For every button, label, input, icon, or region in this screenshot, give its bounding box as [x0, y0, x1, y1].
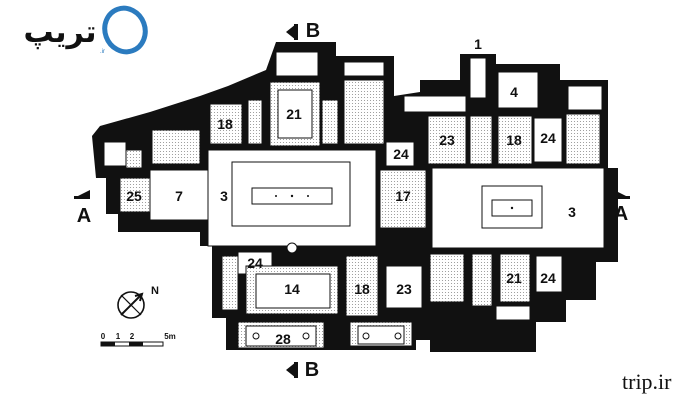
compass-circle-icon — [117, 291, 145, 319]
room-18-bottom — [345, 255, 379, 317]
room-21-top-inner — [277, 89, 313, 139]
room-label-25: 25 — [126, 188, 142, 204]
room-24-a — [385, 141, 415, 167]
scale-bar: 0 1 2 5m — [100, 332, 176, 347]
room-label-17: 17 — [395, 188, 411, 204]
section-marker-b-bottom: B — [286, 359, 319, 381]
room-labels: 1 4 18 21 24 23 18 24 25 7 3 17 3 24 14 … — [126, 36, 576, 347]
room-24-b — [533, 117, 563, 163]
room-label-4: 4 — [510, 84, 518, 100]
room-corner-nw — [103, 141, 127, 167]
logo-domain-suffix: .ir — [100, 49, 105, 55]
room-col-c — [469, 115, 493, 165]
room-18-right — [497, 115, 533, 165]
room-28-inner — [245, 325, 317, 347]
room-label-18-top: 18 — [217, 116, 233, 132]
watermark-text: trip.ir — [622, 369, 672, 394]
room-24-d — [535, 255, 563, 293]
room-long-top — [343, 79, 385, 145]
pool-right-frame — [481, 185, 543, 229]
section-letter-b-top: B — [306, 20, 320, 42]
logo-brand-mark: تریپ — [24, 15, 97, 50]
room-label-21-bottom: 21 — [506, 270, 522, 286]
room-23-top — [427, 115, 467, 165]
room-label-21-top: 21 — [286, 106, 302, 122]
room-label-3-left: 3 — [220, 188, 228, 204]
site-logo: تریپ .ir — [24, 5, 148, 55]
room-label-18-bottom: 18 — [354, 281, 370, 297]
section-letter-b-bottom: B — [305, 359, 319, 381]
room-label-24-b: 24 — [540, 130, 556, 146]
room-label-18-right: 18 — [506, 132, 522, 148]
room-label-7: 7 — [175, 188, 183, 204]
room-top-b — [275, 51, 319, 77]
room-label-24-c: 24 — [247, 255, 263, 271]
room-col-a — [247, 99, 263, 145]
compass-north-label: N — [151, 285, 159, 297]
room-label-28: 28 — [275, 331, 291, 347]
room-23-bottom — [385, 265, 423, 309]
room-bottom-sm — [495, 305, 531, 321]
room-col-e — [471, 253, 493, 307]
section-marker-b-top: B — [286, 20, 320, 42]
room-label-24-a: 24 — [393, 146, 409, 162]
section-marker-a-left: A — [74, 190, 91, 227]
room-bottom-right-28-inner — [357, 325, 405, 345]
north-compass: N — [117, 285, 159, 319]
room-17 — [379, 169, 427, 229]
section-letter-a-left: A — [77, 205, 91, 227]
scale-label-1: 1 — [116, 332, 121, 341]
room-7-alcove — [151, 129, 201, 165]
pool-dots — [252, 194, 514, 340]
room-18-top — [209, 103, 243, 145]
room-label-14: 14 — [284, 281, 300, 297]
room-14-inner — [255, 273, 331, 309]
room-bottom-2 — [429, 253, 465, 303]
room-corner-top — [343, 61, 385, 77]
room-top-right — [567, 85, 603, 111]
room-col-b — [321, 99, 339, 145]
room-4 — [497, 71, 539, 109]
room-right-end — [565, 113, 601, 165]
section-marker-a-right: A — [614, 190, 630, 225]
section-letter-a-right: A — [614, 203, 628, 225]
room-7 — [149, 169, 209, 221]
scale-label-0: 0 — [101, 332, 106, 341]
room-nw-2 — [125, 149, 143, 169]
scale-label-5m: 5m — [164, 332, 176, 341]
compass-needle-icon — [120, 292, 144, 316]
room-col-d — [221, 255, 239, 311]
room-label-23-top: 23 — [439, 132, 455, 148]
room-label-3-right: 3 — [568, 204, 576, 220]
courtyard-3-left-frame — [231, 161, 351, 227]
logo-swoosh-icon — [102, 5, 148, 55]
corridor-right-top — [403, 95, 467, 113]
room-21-bottom — [499, 253, 531, 303]
room-label-24-d: 24 — [540, 270, 556, 286]
room-label-23-bottom: 23 — [396, 281, 412, 297]
room-label-1: 1 — [474, 36, 482, 52]
scale-label-2: 2 — [130, 332, 135, 341]
room-1-corridor — [469, 57, 487, 99]
interior-floors — [103, 51, 605, 349]
